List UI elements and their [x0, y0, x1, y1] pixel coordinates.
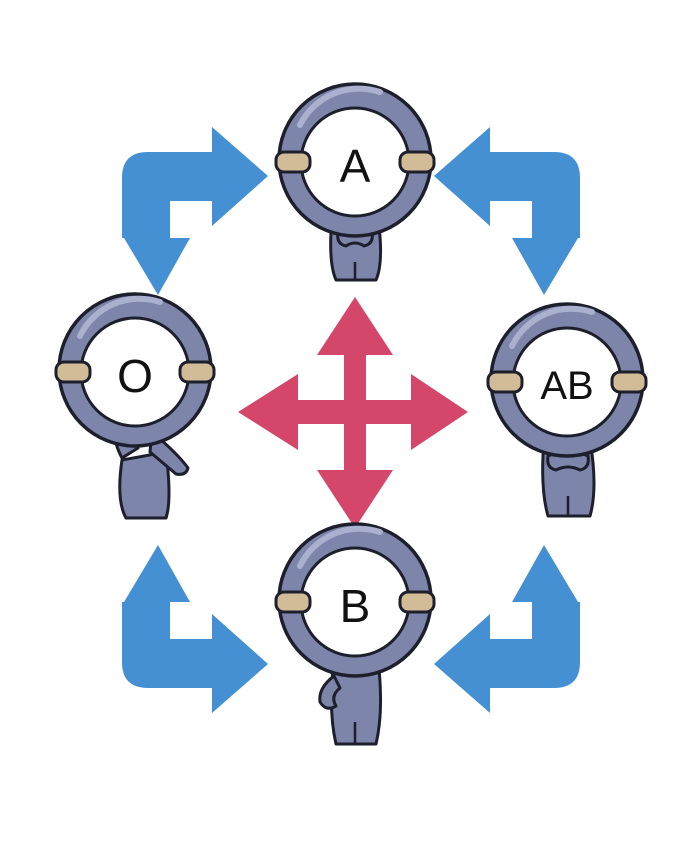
- figure-o: O: [54, 292, 216, 520]
- double-arrow-o-a: [122, 127, 268, 295]
- figure-b: B: [274, 522, 436, 746]
- double-arrow-b-ab: [434, 545, 580, 713]
- double-arrow-a-ab: [434, 127, 580, 295]
- node-label-a: A: [340, 140, 371, 192]
- node-label-ab: AB: [540, 364, 593, 408]
- outer-arrows: [122, 127, 580, 713]
- figure-ab: AB: [486, 302, 648, 518]
- double-arrow-o-b: [122, 545, 268, 713]
- node-label-b: B: [340, 580, 371, 632]
- center-four-way-arrow: [238, 297, 468, 528]
- node-label-o: O: [117, 350, 153, 402]
- figure-a: A: [274, 82, 436, 282]
